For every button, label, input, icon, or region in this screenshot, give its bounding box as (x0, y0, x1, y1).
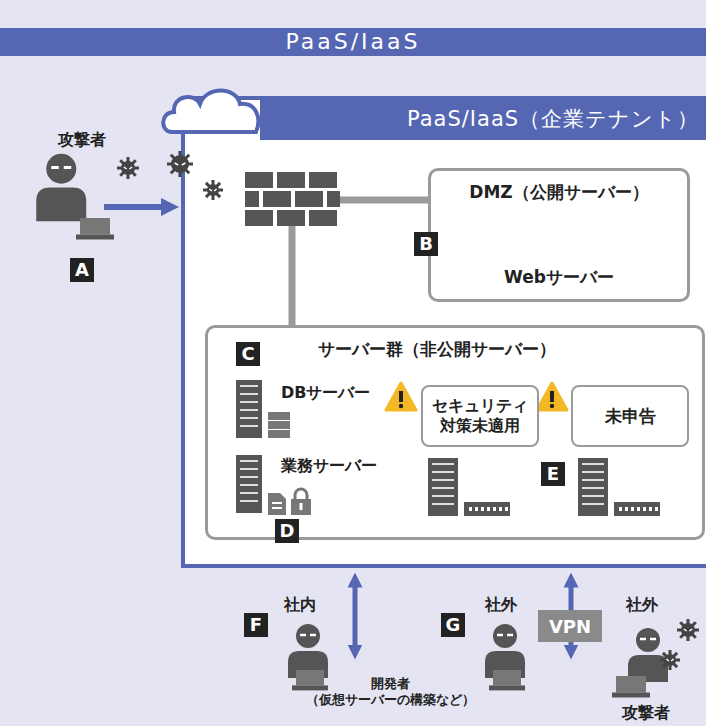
callout-letter: E (541, 462, 565, 486)
person-icon (628, 628, 668, 682)
virus-icon (167, 151, 193, 177)
label-text: 社内 (284, 595, 316, 616)
tenant-box: PaaS/IaaS（企業テナント） DMZ（公開サーバー） Webサーバーサーバー群… (183, 98, 706, 566)
title-band (0, 28, 706, 56)
label-text: 攻撃者 (622, 703, 670, 724)
box-text: セキュリティ 対策未適用 (423, 387, 537, 445)
switch-icon (614, 502, 660, 516)
tenant-ground (183, 98, 706, 566)
box-heading: サーバー群（非公開サーバー） (318, 338, 556, 361)
callout-letter: C (236, 342, 260, 366)
label-text: DBサーバー (281, 383, 370, 404)
box-text: 未申告 (573, 387, 687, 445)
network-line (338, 197, 430, 204)
person-icon (288, 624, 328, 678)
cloud-icon (163, 91, 258, 133)
header-bar: PaaS/IaaS（企業テナント） (260, 98, 706, 140)
server-icon (236, 455, 262, 513)
attack-arrow (104, 204, 170, 210)
server-icon (428, 458, 458, 516)
warning-box: セキュリティ 対策未適用 (421, 385, 539, 447)
box-text: VPN (538, 610, 602, 642)
label-text: 開発者 （仮想サーバーの構築など） (290, 676, 490, 709)
box-text: DMZ（公開サーバー） (431, 181, 687, 204)
warning-icon (386, 383, 416, 410)
label-text: 社外 (485, 595, 517, 616)
label-text: 社外 (626, 595, 658, 616)
firewall-icon (245, 172, 340, 226)
callout-letter: F (244, 613, 268, 637)
virus-icon (660, 650, 680, 670)
vpn-box: VPN (538, 610, 602, 642)
laptop-icon (489, 670, 525, 690)
document-icon (268, 493, 286, 515)
database-icon (268, 412, 290, 438)
callout-letter: A (70, 258, 94, 282)
server-icon (236, 380, 262, 438)
title: PaaS/IaaS (0, 28, 706, 56)
server-icon (578, 458, 608, 516)
server-group-box: サーバー群（非公開サーバー） セキュリティ 対策未適用未申告 (205, 325, 705, 540)
laptop-icon (612, 676, 650, 698)
warning-icon (537, 383, 567, 410)
laptop-icon (292, 670, 328, 690)
person-icon (36, 154, 86, 222)
virus-icon (203, 180, 223, 200)
callout-letter: D (275, 519, 299, 543)
dmz-box: DMZ（公開サーバー） Webサーバー (428, 168, 690, 302)
lock-icon (291, 489, 311, 515)
callout-letter: B (414, 232, 438, 256)
virus-icon (117, 157, 139, 179)
network-line (289, 224, 296, 327)
callout-letter: G (441, 613, 465, 637)
box-text: Webサーバー (431, 266, 687, 289)
label-text: 業務サーバー (281, 456, 377, 477)
warning-box: 未申告 (571, 385, 689, 447)
switch-icon (464, 502, 510, 516)
laptop-icon (76, 218, 114, 240)
box-heading: PaaS/IaaS（企業テナント） (407, 98, 699, 140)
person-icon (485, 624, 525, 678)
access-arrow (353, 580, 358, 652)
label-text: 攻撃者 (58, 130, 106, 151)
virus-icon (677, 619, 699, 641)
